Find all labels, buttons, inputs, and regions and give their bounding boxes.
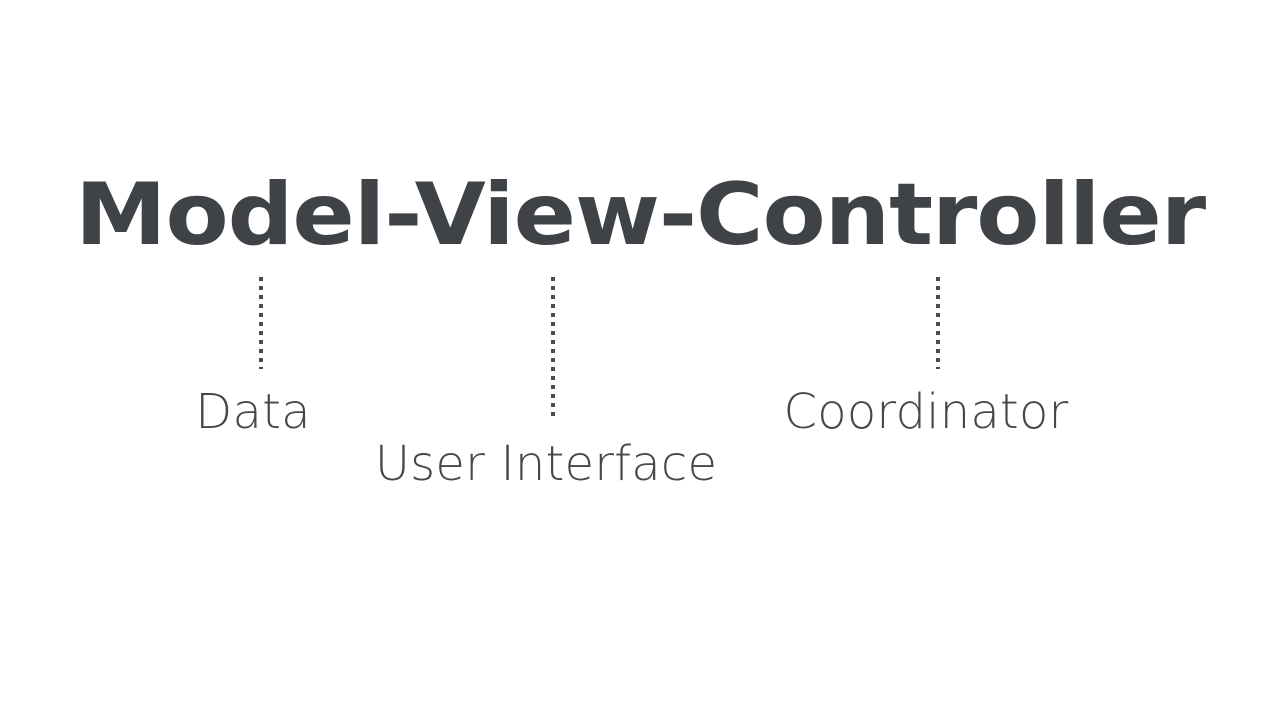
label-view-user-interface: User Interface bbox=[374, 436, 718, 492]
label-model-data: Data bbox=[195, 384, 311, 440]
page-title: Model-View-Controller bbox=[74, 165, 1206, 265]
label-controller-coordinator: Coordinator bbox=[783, 384, 1069, 440]
connector-view-to-user-interface bbox=[551, 277, 555, 420]
connector-model-to-data bbox=[259, 277, 263, 369]
connector-controller-to-coordinator bbox=[936, 277, 940, 369]
